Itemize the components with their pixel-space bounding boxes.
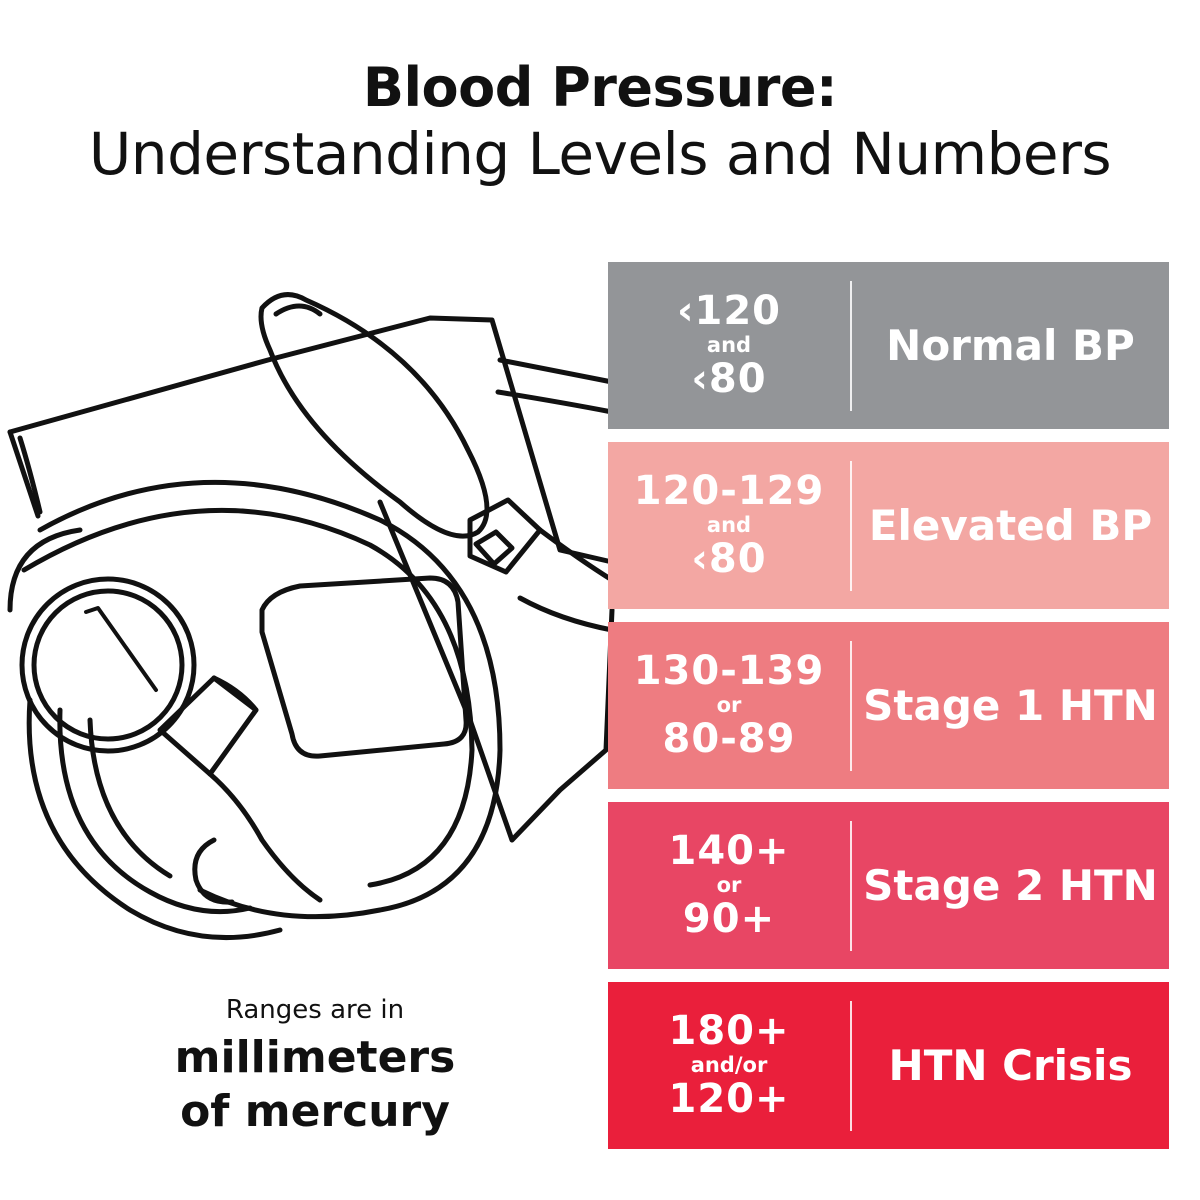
systolic-value: 140+ xyxy=(668,827,790,874)
title-line-2: Understanding Levels and Numbers xyxy=(88,120,1112,189)
level-name: Normal BP xyxy=(886,321,1135,370)
diastolic-value: 80-89 xyxy=(662,715,796,762)
bp-levels-table: ‹120 and ‹80 Normal BP 120-129 and ‹80 E… xyxy=(608,262,1169,1149)
diastolic-value: 120+ xyxy=(668,1075,790,1122)
diastolic-value: ‹80 xyxy=(691,535,767,582)
divider xyxy=(850,280,852,411)
systolic-value: 180+ xyxy=(668,1007,790,1054)
level-range: 120-129 and ‹80 xyxy=(608,467,850,582)
level-name: Elevated BP xyxy=(868,501,1153,550)
range-joiner: and xyxy=(706,333,752,358)
range-joiner: and/or xyxy=(690,1053,768,1078)
level-row-normal: ‹120 and ‹80 Normal BP xyxy=(608,262,1169,429)
level-range: ‹120 and ‹80 xyxy=(608,287,850,402)
range-joiner: or xyxy=(716,693,742,718)
divider xyxy=(850,640,852,771)
level-range: 180+ and/or 120+ xyxy=(608,1007,850,1122)
level-row-crisis: 180+ and/or 120+ HTN Crisis xyxy=(608,982,1169,1149)
range-joiner: and xyxy=(706,513,752,538)
level-row-stage-1: 130-139 or 80-89 Stage 1 HTN xyxy=(608,622,1169,789)
level-range: 130-139 or 80-89 xyxy=(608,647,850,762)
level-name: Stage 1 HTN xyxy=(863,681,1158,730)
level-row-elevated: 120-129 and ‹80 Elevated BP xyxy=(608,442,1169,609)
units-line-1: millimeters xyxy=(174,1032,456,1083)
systolic-value: 120-129 xyxy=(633,467,825,514)
divider xyxy=(850,820,852,951)
page-title: Blood Pressure: Understanding Levels and… xyxy=(0,56,1200,189)
level-row-stage-2: 140+ or 90+ Stage 2 HTN xyxy=(608,802,1169,969)
blood-pressure-cuff-icon xyxy=(7,292,615,940)
units-intro: Ranges are in xyxy=(225,995,405,1025)
level-name: HTN Crisis xyxy=(888,1041,1133,1090)
units-line-2: of mercury xyxy=(180,1085,450,1137)
systolic-value: ‹120 xyxy=(677,287,781,334)
level-range: 140+ or 90+ xyxy=(608,827,850,942)
range-joiner: or xyxy=(716,873,742,898)
divider xyxy=(850,1000,852,1131)
title-line-1: Blood Pressure: xyxy=(362,56,838,119)
diastolic-value: ‹80 xyxy=(691,355,767,402)
systolic-value: 130-139 xyxy=(633,647,825,694)
units-note: Ranges are in millimeters of mercury xyxy=(140,995,490,1138)
level-name: Stage 2 HTN xyxy=(863,861,1158,910)
divider xyxy=(850,460,852,591)
diastolic-value: 90+ xyxy=(682,895,776,942)
